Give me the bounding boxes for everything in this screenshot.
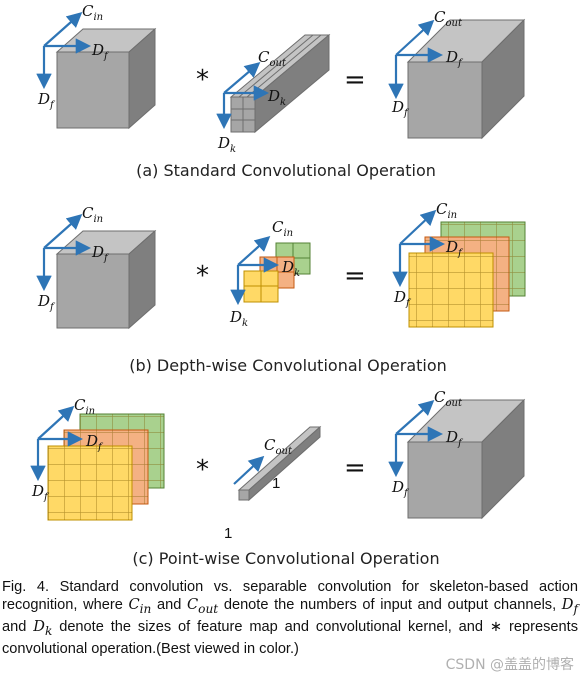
- label-cout: Cout: [434, 388, 463, 409]
- label-cin: Cin: [74, 396, 95, 417]
- input-feature-maps: [47, 413, 165, 521]
- label-df: Df: [31, 482, 50, 503]
- figure: Cin Df Df * Cout Dk Dk =: [30, 2, 526, 568]
- label-dk: Dk: [229, 308, 248, 329]
- label-dk: Dk: [281, 258, 300, 279]
- label-df: Df: [445, 428, 464, 449]
- label-cin: Cin: [272, 218, 293, 239]
- panel-a-title: (a) Standard Convolutional Operation: [136, 161, 436, 180]
- conv-operator: *: [196, 455, 209, 485]
- axis-arrows: [388, 399, 444, 478]
- panel-b: Cin Df Df * Cin Dk Dk =: [36, 200, 526, 375]
- label-df: Df: [391, 98, 410, 119]
- label-df: Df: [393, 288, 412, 309]
- label-one: 1: [224, 525, 232, 542]
- pointwise-kernel: [237, 425, 322, 502]
- label-cout: Cout: [264, 436, 293, 457]
- label-df: Df: [91, 41, 110, 62]
- axis-arrows: [216, 62, 270, 130]
- panel-a: Cin Df Df * Cout Dk Dk =: [36, 2, 526, 180]
- input-feature-cube: [55, 27, 157, 130]
- label-cout: Cout: [258, 48, 287, 69]
- input-feature-cube: [55, 229, 157, 330]
- label-df: Df: [37, 90, 56, 111]
- conv-operator: *: [196, 261, 209, 291]
- conv-operator: *: [196, 65, 209, 95]
- axis-arrows: [30, 405, 84, 482]
- label-df: Df: [445, 238, 464, 259]
- depthwise-output-maps: [408, 221, 526, 328]
- label-dk: Dk: [217, 134, 236, 155]
- watermark: CSDN @盖盖的博客: [445, 657, 574, 673]
- axis-arrows: [392, 209, 446, 288]
- equals-operator: =: [344, 453, 366, 483]
- axis-arrows: [36, 11, 92, 90]
- label-cin: Cin: [82, 204, 103, 225]
- kernel-block: [229, 33, 331, 134]
- label-df: Df: [85, 432, 104, 453]
- panel-b-title: (b) Depth-wise Convolutional Operation: [129, 356, 447, 375]
- label-cout: Cout: [434, 8, 463, 29]
- panel-c-title: (c) Point-wise Convolutional Operation: [132, 549, 439, 568]
- axis-arrows: [36, 213, 92, 292]
- output-feature-cube: [406, 18, 526, 140]
- output-feature-cube: [406, 398, 526, 520]
- label-one: 1: [272, 475, 280, 492]
- label-df: Df: [391, 478, 410, 499]
- label-df: Df: [91, 243, 110, 264]
- axis-arrows: [230, 235, 280, 306]
- axis-arrows: [388, 19, 444, 100]
- axis-arrow: [233, 455, 265, 485]
- panel-c: Cin Df Df * Cout 1 1 = Cout Df Df (c) Po…: [30, 388, 526, 568]
- label-cin: Cin: [436, 200, 457, 221]
- label-cin: Cin: [82, 2, 103, 23]
- label-df: Df: [445, 48, 464, 69]
- figure-caption: Fig. 4. Standard convolution vs. separab…: [2, 579, 578, 657]
- equals-operator: =: [344, 261, 366, 291]
- equals-operator: =: [344, 65, 366, 95]
- label-dk: Dk: [267, 87, 286, 108]
- label-df: Df: [37, 292, 56, 313]
